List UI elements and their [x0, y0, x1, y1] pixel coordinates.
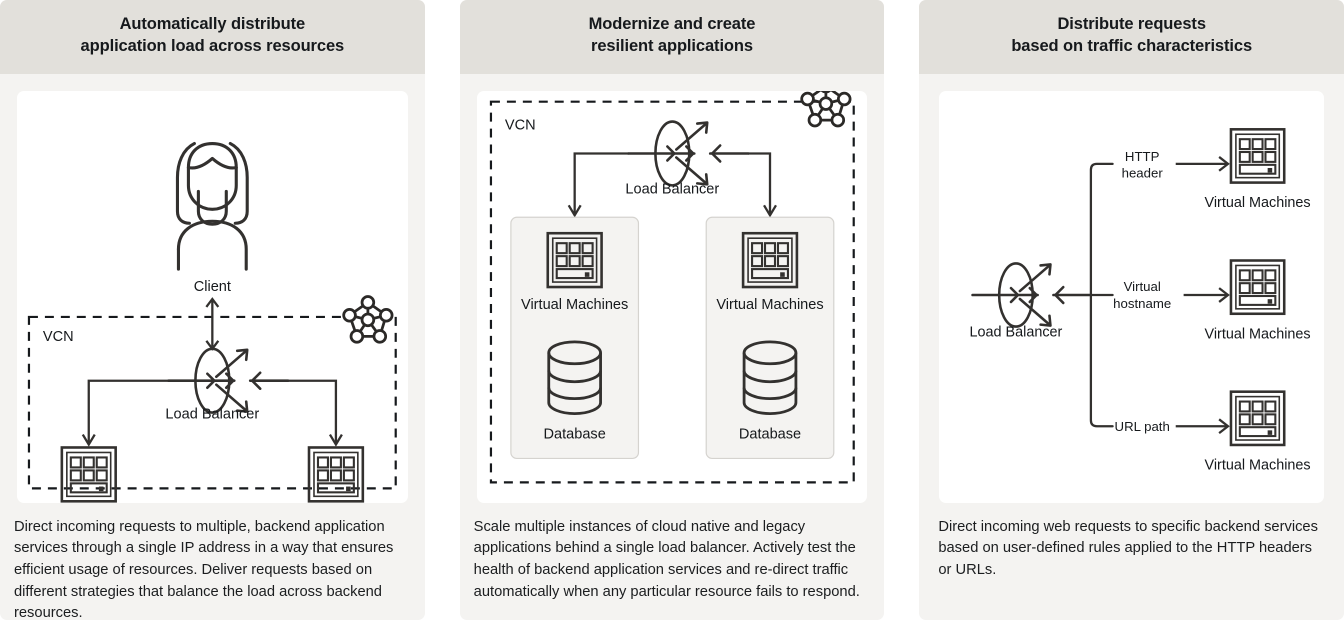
panel-2-diagram: VCN [476, 90, 868, 503]
load-balancer-icon [167, 347, 290, 414]
vm-right-icon [307, 445, 365, 503]
vm-left-icon [60, 445, 117, 503]
vcn-boundary [489, 100, 855, 483]
rule-virtual-hostname-line1: Virtual [1124, 279, 1161, 294]
panel-2-title: Modernize and create resilient applicati… [459, 0, 885, 74]
vcn-label: VCN [505, 117, 536, 133]
lb-to-vm-left-connector [81, 379, 169, 447]
client-lb-connector [205, 296, 220, 351]
vm-top-label: Virtual Machines [1205, 195, 1311, 211]
lb-to-vm-right-connector [288, 379, 343, 447]
rule-virtual-hostname-arrow [1183, 286, 1231, 303]
vm-middle-label: Virtual Machines [1205, 326, 1311, 342]
vm-middle-icon [1230, 258, 1286, 315]
vm-bottom-label: Virtual Machines [1205, 457, 1311, 473]
lb-to-right-group-connector [747, 151, 777, 218]
panel-1-title-line1: Automatically distribute [119, 15, 306, 33]
network-cluster-icon [799, 90, 852, 127]
load-balancer-label: Load Balancer [625, 181, 719, 197]
rule-http-header-line2: header [1122, 165, 1164, 180]
panel-1-diagram: Client VCN [17, 90, 408, 503]
vm-left-icon [546, 231, 603, 288]
rule-url-path-arrow [1176, 417, 1231, 434]
load-balancer-label: Load Balancer [165, 406, 259, 422]
vm-top-icon [1230, 127, 1286, 184]
rule-trunk-connector [1090, 162, 1115, 427]
panel-3-title-line1: Distribute requests [1057, 15, 1206, 33]
rule-http-header-line1: HTTP [1125, 148, 1160, 163]
vm-right-icon [741, 231, 798, 288]
vm-left-label: Virtual Machines [521, 296, 628, 312]
panel-3-title: Distribute requests based on traffic cha… [919, 0, 1344, 74]
panel-distribute-load: Automatically distribute application loa… [0, 0, 425, 620]
panel-2-title-line2: resilient applications [591, 36, 753, 55]
right-resource-group [705, 216, 835, 459]
panel-3-title-line2: based on traffic characteristics [1011, 36, 1253, 55]
database-left-icon [547, 339, 602, 415]
load-balancer-icon [971, 261, 1093, 328]
panel-1-stage-wrap: Client VCN [0, 74, 425, 503]
panel-2-caption: Scale multiple instances of cloud native… [473, 518, 860, 600]
rule-http-header-arrow [1176, 155, 1231, 172]
rule-url-path-line1: URL path [1115, 419, 1170, 434]
database-left-label: Database [543, 426, 605, 442]
database-right-label: Database [739, 426, 801, 442]
panel-1-title: Automatically distribute application loa… [0, 0, 425, 74]
load-balancer-icon [626, 119, 750, 187]
panel-modernize-resilient: Modernize and create resilient applicati… [459, 0, 885, 620]
network-cluster-icon [342, 294, 394, 344]
panel-1-title-line2: application load across resources [80, 36, 345, 55]
panel-1-caption: Direct incoming requests to multiple, ba… [14, 518, 394, 620]
client-label: Client [194, 279, 231, 295]
rule-virtual-hostname-line2: hostname [1114, 295, 1172, 310]
panel-3-caption: Direct incoming web requests to specific… [938, 518, 1318, 578]
panel-3-stage-wrap: Load Balancer HTTP header [919, 74, 1344, 503]
lb-to-left-group-connector [567, 151, 629, 218]
panel-3-diagram: Load Balancer HTTP header [939, 90, 1325, 503]
panel-2-stage-wrap: VCN [460, 74, 885, 503]
panel-2-title-line1: Modernize and create [588, 15, 756, 33]
vm-right-label: Virtual Machines [716, 296, 823, 312]
database-right-icon [742, 339, 797, 415]
panel-traffic-characteristics: Distribute requests based on traffic cha… [919, 0, 1344, 620]
vcn-label: VCN [43, 328, 74, 344]
vm-bottom-icon [1230, 389, 1286, 446]
load-balancer-label: Load Balancer [970, 324, 1063, 340]
left-resource-group [509, 216, 639, 459]
client-icon [175, 141, 249, 271]
